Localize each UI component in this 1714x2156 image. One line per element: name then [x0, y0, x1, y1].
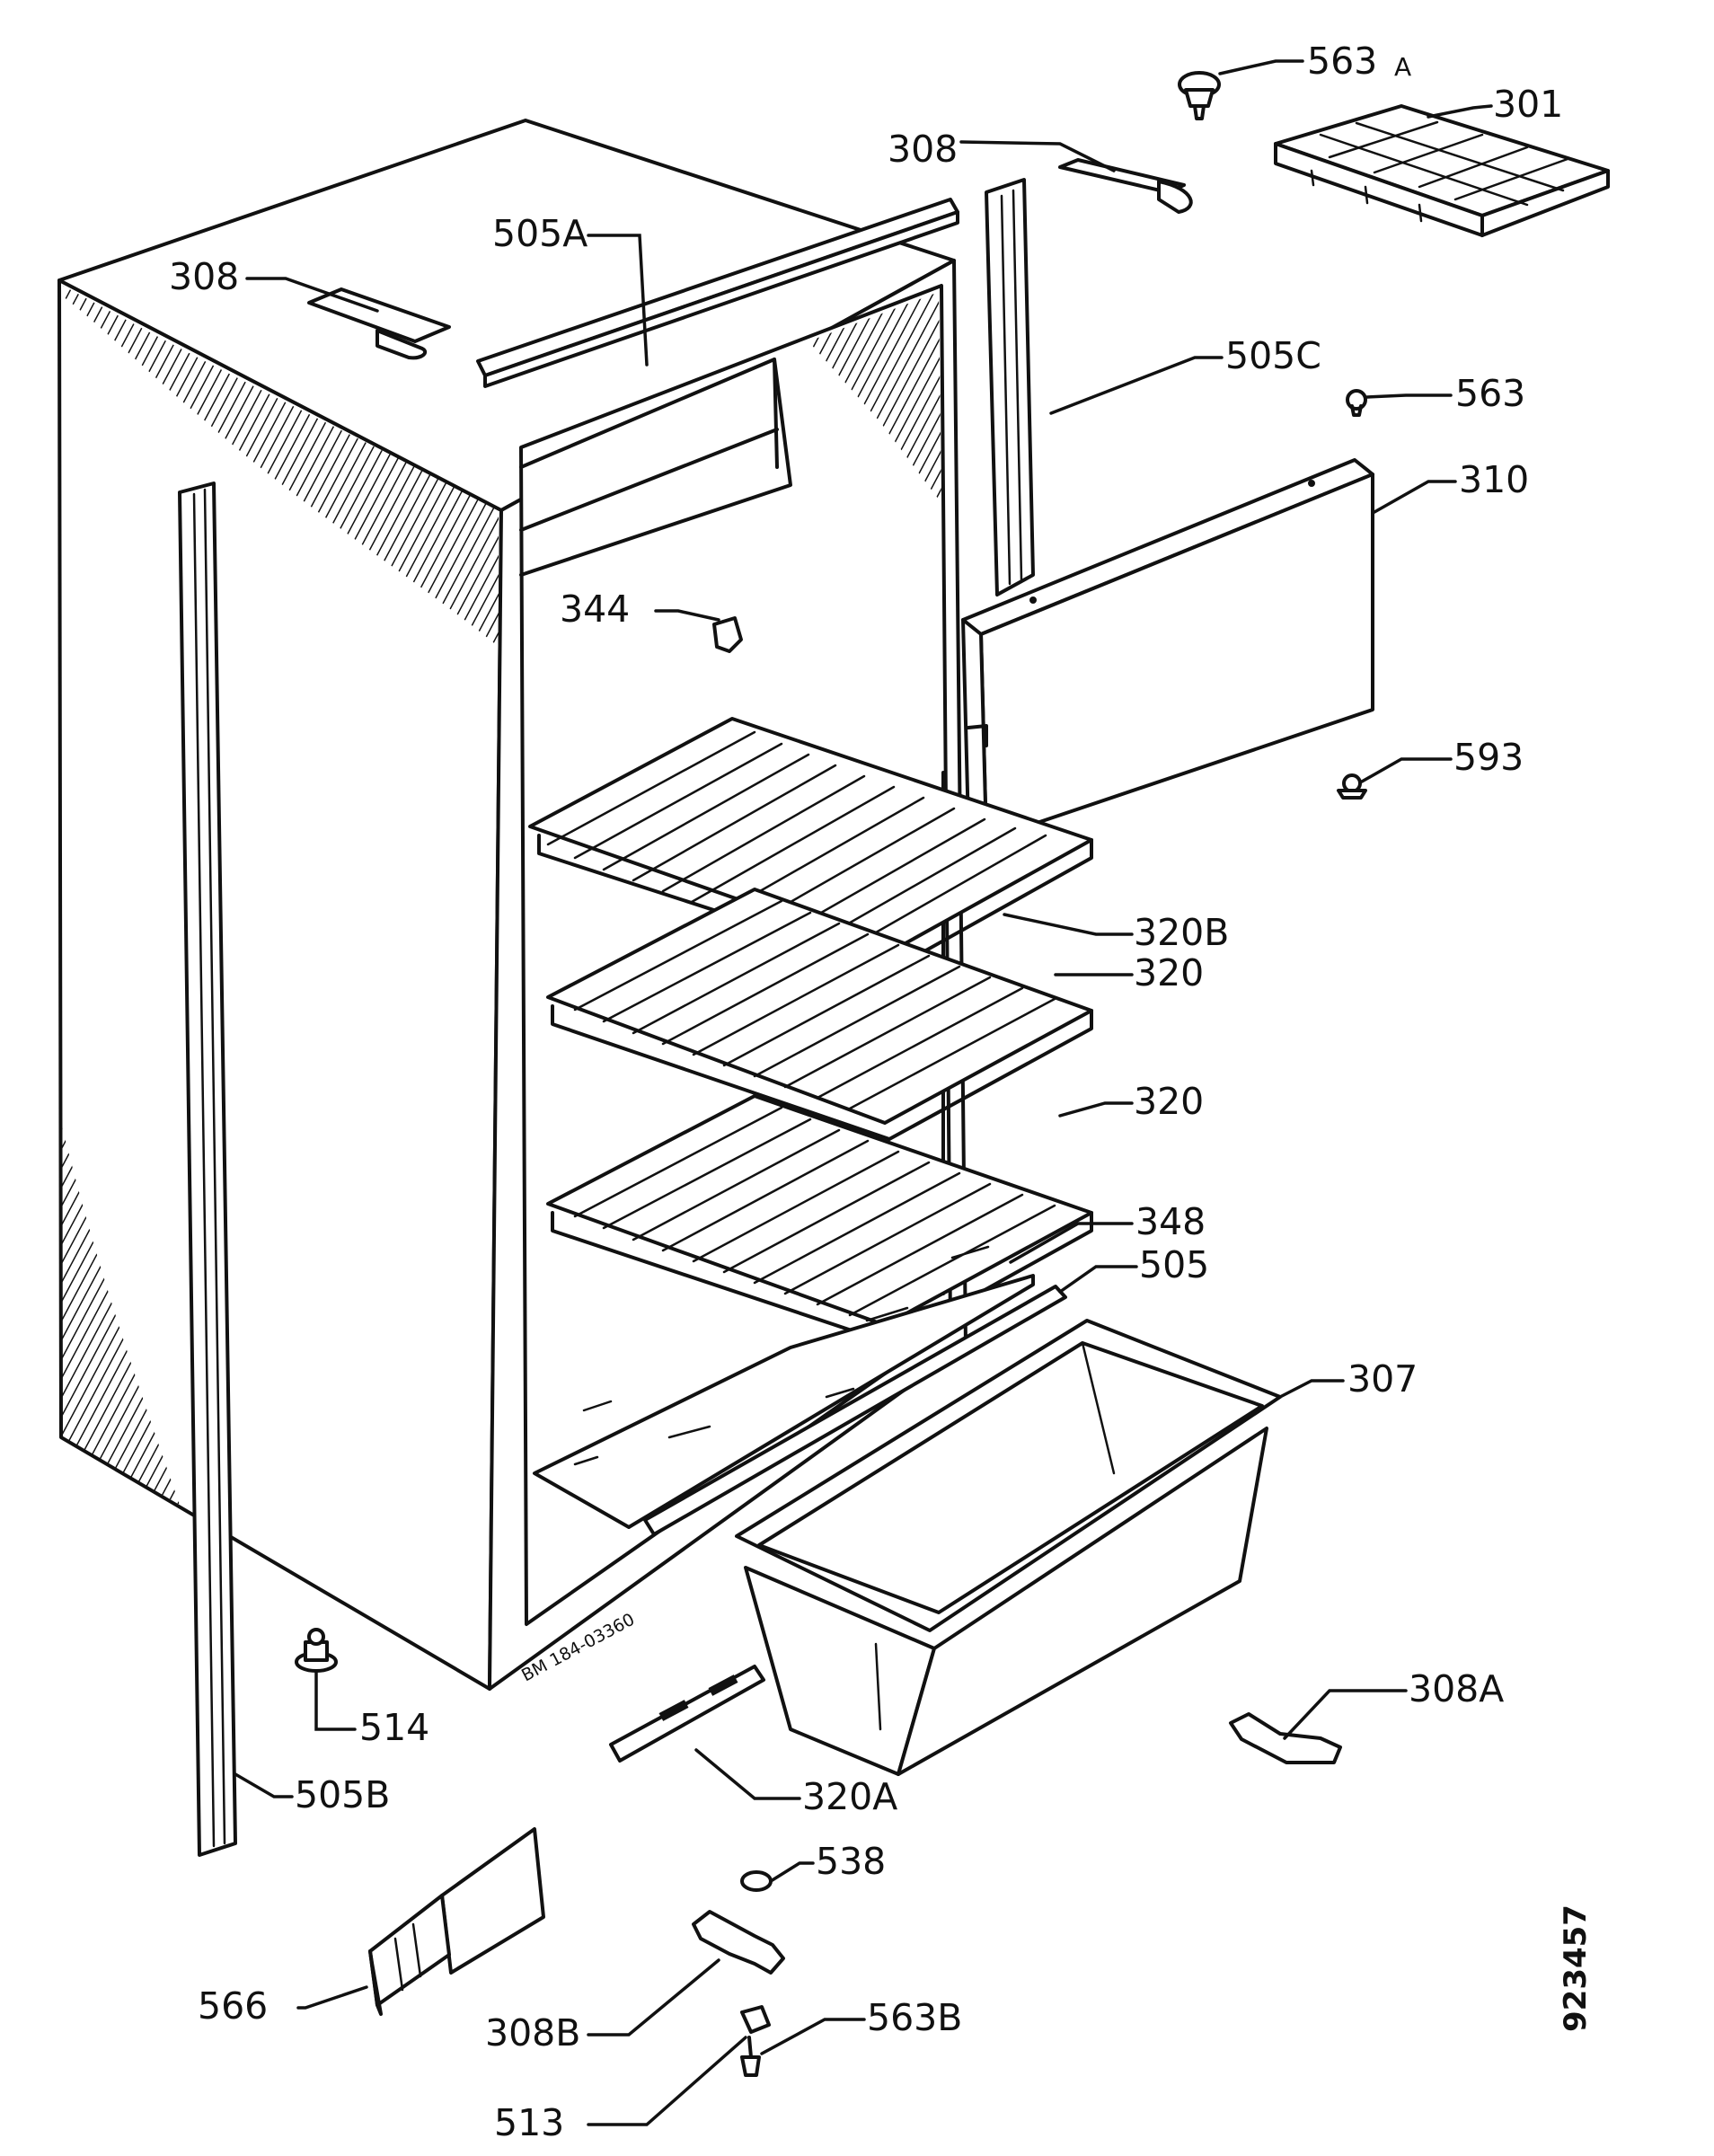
- part-301-ice-tray: [1274, 104, 1610, 237]
- drawing-number: 923457: [1558, 1904, 1594, 2032]
- part-308B-hinge: [692, 1910, 785, 1975]
- label-505: 505: [1139, 1243, 1209, 1286]
- label-320A: 320A: [802, 1775, 897, 1818]
- part-320A-shelf-support: [609, 1665, 765, 1763]
- part-563A-screw: [1178, 71, 1221, 120]
- label-566: 566: [198, 1984, 268, 2028]
- part-labels: 563 A 301 308 308 505A 505C 563 310 344 …: [169, 40, 1563, 2144]
- leader-lines: [234, 59, 1493, 2126]
- label-563A: 563: [1307, 40, 1377, 83]
- part-538-washer: [740, 1870, 773, 1892]
- part-344-clip: [712, 616, 743, 653]
- label-505B: 505B: [295, 1773, 390, 1816]
- label-308-left: 308: [169, 255, 239, 298]
- part-310-freezer-flap: [961, 458, 1374, 842]
- part-505A-trim-strip: [476, 198, 959, 388]
- part-563-screw: [1346, 389, 1367, 417]
- label-307: 307: [1347, 1357, 1418, 1401]
- label-320-upper: 320: [1134, 951, 1204, 994]
- part-513-cap: [740, 2005, 771, 2034]
- label-593: 593: [1453, 736, 1524, 779]
- label-344: 344: [560, 588, 630, 631]
- part-505-front-trim: [643, 1285, 1067, 1536]
- label-514: 514: [359, 1706, 429, 1749]
- part-563B-bolt: [740, 2036, 761, 2077]
- part-348-glass-shelf: [533, 1245, 1035, 1529]
- part-593-fastener: [1337, 773, 1367, 800]
- label-308B: 308B: [485, 2011, 580, 2054]
- label-505C: 505C: [1225, 334, 1321, 377]
- label-320-lower: 320: [1134, 1080, 1204, 1123]
- label-538: 538: [816, 1840, 886, 1883]
- label-563: 563: [1455, 372, 1525, 415]
- label-563B: 563B: [867, 1996, 962, 2039]
- label-301: 301: [1493, 83, 1563, 126]
- label-320B: 320B: [1134, 911, 1229, 954]
- part-505B-vertical-strip: [178, 482, 237, 1857]
- label-308A: 308A: [1409, 1667, 1504, 1710]
- label-308-top: 308: [888, 128, 958, 171]
- label-563A-suffix: A: [1394, 52, 1411, 82]
- label-505A: 505A: [492, 212, 588, 255]
- part-320-wire-shelf-upper: [546, 888, 1093, 1141]
- label-348: 348: [1135, 1200, 1206, 1243]
- part-505C-vertical-strip: [985, 178, 1035, 596]
- part-514-foot: [295, 1628, 338, 1673]
- part-566-hinge-block: [368, 1827, 545, 2016]
- part-307-crisper-bin: [735, 1319, 1282, 1776]
- label-513: 513: [494, 2101, 564, 2144]
- part-308-top-hinge-right: [1058, 158, 1193, 214]
- label-310: 310: [1459, 458, 1529, 501]
